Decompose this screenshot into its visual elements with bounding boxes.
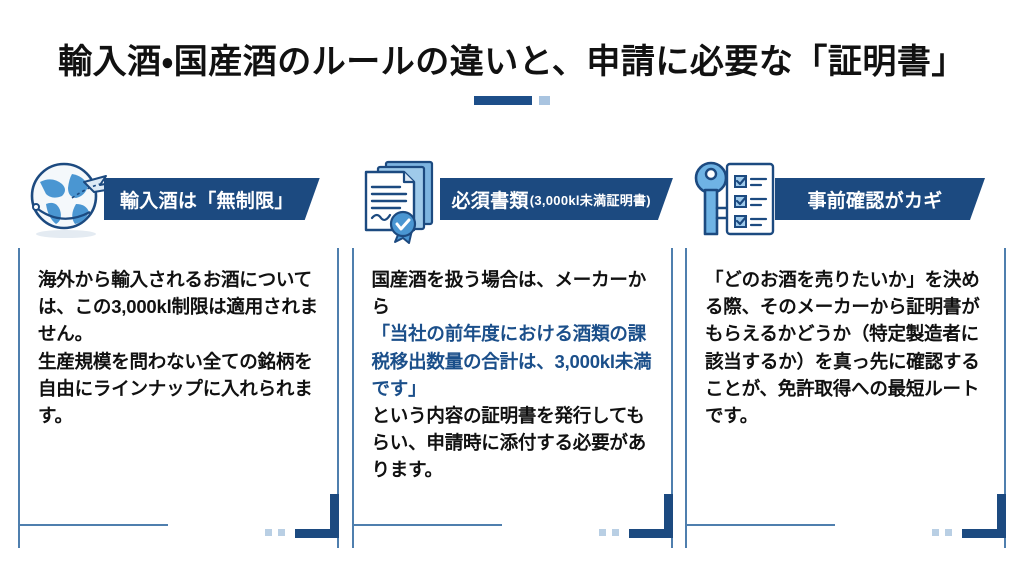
card-header: 事前確認がカギ [685, 150, 1006, 248]
corner-bracket-decoration [628, 494, 673, 538]
card-banner: 必須書類(3,000kl未満証明書) [440, 178, 673, 220]
card-paragraph: 海外から輸入されるお酒については、この3,000kl制限は適用されません。 [38, 269, 318, 345]
corner-dots-decoration [932, 529, 952, 536]
card-text: 国産酒を扱う場合は、メーカーから 「当社の前年度における酒類の課税移出数量の合計… [354, 248, 671, 484]
card-body: 海外から輸入されるお酒については、この3,000kl制限は適用されません。 生産… [18, 248, 339, 548]
card-paragraph-highlight: 「当社の前年度における酒類の課税移出数量の合計は、3,000kl未満です」 [371, 323, 652, 399]
key-checklist-icon [689, 154, 781, 246]
card-paragraph: 国産酒を扱う場合は、メーカーから [371, 269, 647, 318]
card-text: 海外から輸入されるお酒については、この3,000kl制限は適用されません。 生産… [20, 248, 337, 429]
globe-airplane-icon [22, 154, 114, 246]
card-text: 「どのお酒を売りたいか」を決める際、そのメーカーから証明書がもらえるかどうか（特… [687, 248, 1004, 429]
card-banner: 事前確認がカギ [775, 178, 985, 220]
card-paragraph: 「どのお酒を売りたいか」を決める際、そのメーカーから証明書がもらえるかどうか（特… [705, 269, 980, 426]
corner-dots-decoration [598, 529, 619, 536]
card-prior-confirmation: 事前確認がカギ 「どのお酒を売りたいか」を決める際、そのメーカーから証明書がもら… [685, 150, 1006, 548]
corner-bracket-decoration [295, 494, 339, 538]
page-title: 輸入酒・国産酒のルールの違いと、申請に必要な「証明書」 [58, 43, 966, 81]
card-body: 「どのお酒を売りたいか」を決める際、そのメーカーから証明書がもらえるかどうか（特… [685, 248, 1006, 548]
card-import-liquor: 輸入酒は「無制限」 海外から輸入されるお酒については、この3,000kl制限は適… [18, 150, 339, 548]
card-header: 輸入酒は「無制限」 [18, 150, 339, 248]
title-rule-dot [539, 96, 550, 105]
corner-dots-decoration [265, 529, 285, 536]
certificate-documents-icon [356, 154, 448, 246]
card-paragraph: 生産規模を問わない全ての銘柄を自由にラインナップに入れられます。 [38, 350, 313, 426]
card-paragraph: という内容の証明書を発行してもらい、申請時に添付する必要があります。 [371, 404, 647, 481]
cards-row: 輸入酒は「無制限」 海外から輸入されるお酒については、この3,000kl制限は適… [0, 150, 1024, 550]
corner-bracket-decoration [962, 494, 1006, 538]
card-banner-label: 必須書類 [451, 190, 529, 212]
card-banner-sublabel: (3,000kl未満証明書) [529, 192, 651, 208]
card-header: 必須書類(3,000kl未満証明書) [352, 150, 673, 248]
card-banner-label: 事前確認がカギ [807, 190, 943, 212]
card-required-documents: 必須書類(3,000kl未満証明書) 国産酒を扱う場合は、メーカーから 「当社の… [351, 150, 673, 548]
title-underline-decoration [474, 96, 550, 105]
card-banner-label: 輸入酒は「無制限」 [120, 190, 294, 212]
card-banner: 輸入酒は「無制限」 [104, 178, 320, 220]
card-body: 国産酒を扱う場合は、メーカーから 「当社の前年度における酒類の課税移出数量の合計… [351, 248, 673, 548]
title-rule-bar [474, 96, 532, 105]
